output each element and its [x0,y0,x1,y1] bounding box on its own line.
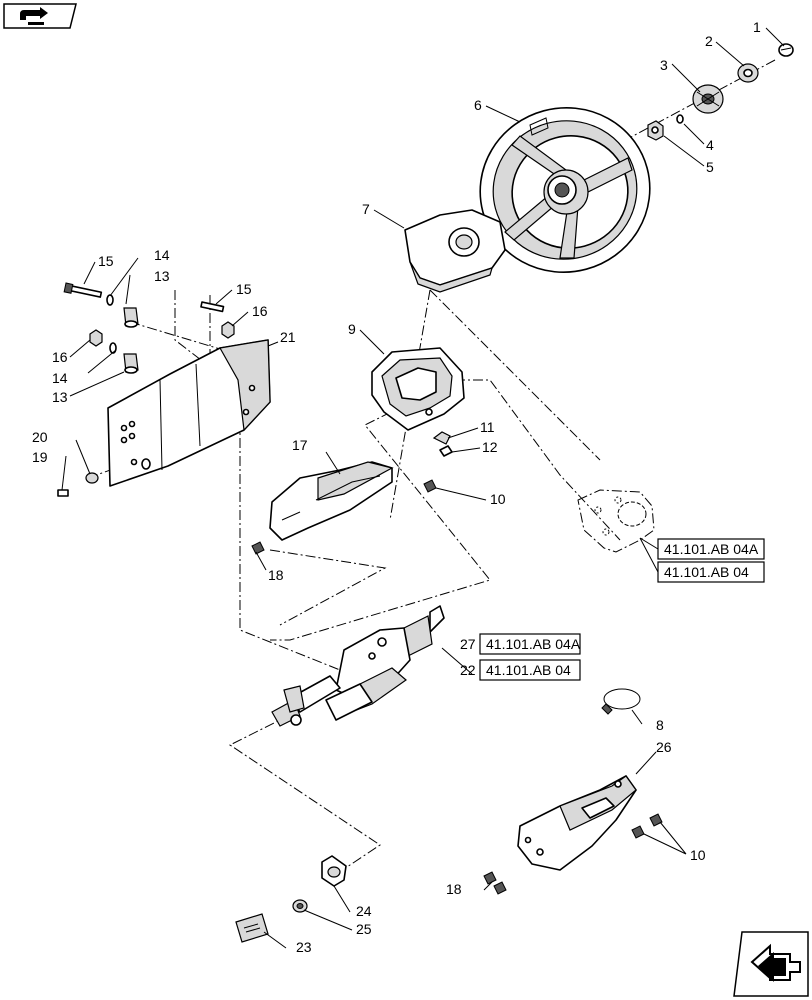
fasteners-bracket [57,282,235,497]
callout-16-left: 16 [52,349,68,365]
leader-lines [61,27,785,949]
part-22-steering-column [271,605,445,727]
part-8-cable-tie [601,688,641,715]
reference-label: 41.101.AB 04 [486,662,571,678]
callout-13-lower: 13 [52,389,68,405]
callout-21: 21 [280,329,296,345]
part-3-hub-cover [692,84,724,114]
callout-27: 27 [460,636,476,652]
reference-label: 41.101.AB 04 [664,564,749,580]
callout-10-lower: 10 [690,847,706,863]
callout-17: 17 [292,437,308,453]
column-mounting-plate [577,489,655,553]
part-10-screw-upper [423,479,437,493]
part-24-lever-knob [321,855,347,887]
callout-19: 19 [32,449,48,465]
part-18-screw-upper [251,541,265,555]
callout-2: 2 [705,33,713,49]
callout-24: 24 [356,903,372,919]
back-arrow-icon[interactable] [3,3,77,29]
callout-8: 8 [656,717,664,733]
part-21-mounting-bracket [107,339,271,487]
part-4-washer [676,114,684,124]
callout-3: 3 [660,57,668,73]
reference-box-upper-b[interactable]: 41.101.AB 04 [657,561,765,583]
part-5-nut [647,120,664,141]
part-26-lower-cover [517,775,637,871]
part-12-screw [439,445,453,457]
reference-box-column-b[interactable]: 41.101.AB 04 [479,659,581,681]
callout-22: 22 [460,662,476,678]
part-10-screws-lower [631,813,663,839]
reference-label: 41.101.AB 04A [486,636,581,652]
callout-11: 11 [480,419,495,435]
callout-18-lower: 18 [446,881,462,897]
callout-12: 12 [482,439,498,455]
part-23-decal [235,913,269,943]
next-page-arrow-icon[interactable] [733,931,809,997]
callout-10-upper: 10 [490,491,506,507]
callout-13-upper: 13 [154,268,170,284]
callout-6: 6 [474,97,482,113]
callout-4: 4 [706,137,714,153]
callout-9: 9 [348,321,356,337]
reference-box-upper-a[interactable]: 41.101.AB 04A [657,538,765,560]
callout-26: 26 [656,739,672,755]
part-6-steering-wheel [479,106,651,274]
part-17-lower-shroud [269,461,394,541]
callout-20: 20 [32,429,48,445]
part-25-nut [292,899,308,913]
callout-numbers: 1 2 3 4 5 6 7 8 9 10 10 11 12 13 13 14 1… [32,19,761,955]
callout-14-lower: 14 [52,370,68,386]
callout-18-upper: 18 [268,567,284,583]
part-9-dash-shroud [371,347,465,431]
callout-14-upper: 14 [154,247,170,263]
callout-16-right: 16 [252,303,268,319]
reference-box-column-a[interactable]: 41.101.AB 04A [479,633,581,655]
callout-15-right: 15 [236,281,252,297]
assembly-lines [87,59,776,876]
callout-15-left: 15 [98,253,114,269]
part-7-column-top-cover [404,209,506,293]
callout-25: 25 [356,921,372,937]
callout-7: 7 [362,201,370,217]
part-18-screws-lower [483,871,507,895]
reference-label: 41.101.AB 04A [664,541,759,557]
callout-23: 23 [296,939,312,955]
callout-1: 1 [753,19,761,35]
callout-5: 5 [706,159,714,175]
part-1-cap [778,43,794,57]
part-11-clip [432,431,451,445]
part-2-bushing [737,63,759,83]
